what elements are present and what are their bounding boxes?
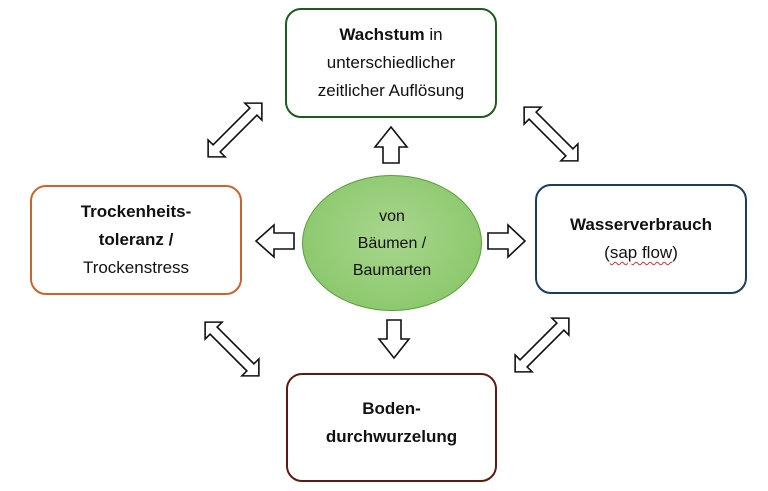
drought-line-1: Trockenheits- <box>80 202 192 221</box>
center-line-3: Baumarten <box>352 261 432 279</box>
arrow-down-icon <box>377 319 411 360</box>
double-arrow-top-left-icon <box>207 102 263 158</box>
growth-in: in <box>424 25 443 44</box>
double-arrow-bottom-right-icon <box>514 317 570 373</box>
arrow-up-icon <box>373 125 409 164</box>
growth-title: Wachstum <box>339 25 425 44</box>
sap-flow-line: (sap flow) <box>604 239 678 267</box>
center-ellipse: von Bäumen / Baumarten <box>302 175 482 311</box>
center-line-1: von <box>379 207 405 225</box>
double-arrow-bottom-left-icon <box>204 321 260 377</box>
growth-box: Wachstum in unterschiedlicher zeitlicher… <box>285 8 497 118</box>
root-penetration-box: Boden- durchwurzelung <box>286 373 497 482</box>
growth-line-1: Wachstum in <box>339 21 442 49</box>
water-use-box: Wasserverbrauch (sap flow) <box>535 184 747 294</box>
arrow-right-icon <box>487 223 527 259</box>
paren-open: ( <box>604 243 610 262</box>
center-line-2: Bäumen / <box>357 234 427 252</box>
drought-line-2: toleranz / <box>98 230 174 249</box>
water-use-title: Wasserverbrauch <box>569 215 713 234</box>
sap-flow-text: sap flow <box>609 243 673 262</box>
growth-line-2: unterschiedlicher <box>326 53 456 72</box>
double-arrow-top-right-icon <box>523 106 579 162</box>
root-line-2: durchwurzelung <box>325 427 458 446</box>
paren-close: ) <box>672 243 678 262</box>
arrow-left-icon <box>254 223 295 259</box>
drought-tolerance-box: Trockenheits- toleranz / Trockenstress <box>30 185 242 295</box>
root-line-1: Boden- <box>362 399 421 418</box>
drought-line-3: Trockenstress <box>82 258 190 277</box>
growth-line-3: zeitlicher Auflösung <box>317 81 465 100</box>
